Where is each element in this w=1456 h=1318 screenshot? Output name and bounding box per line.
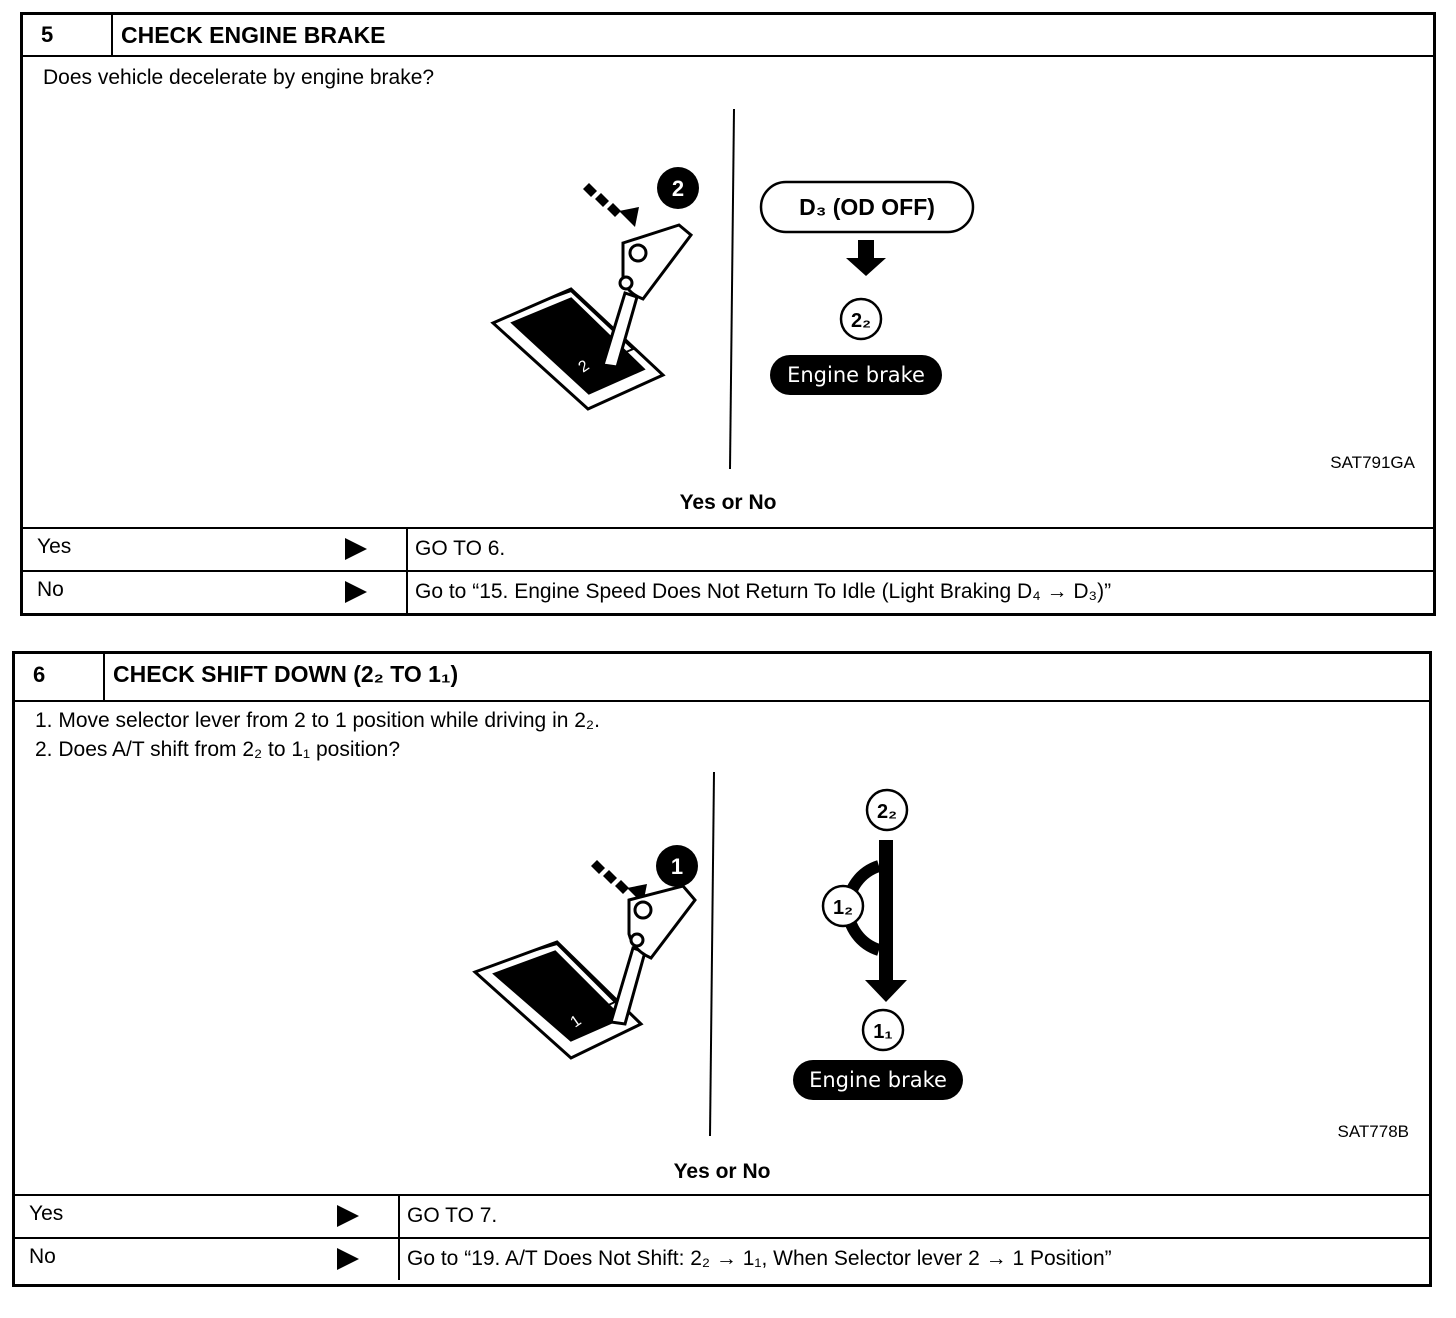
position-2-2: 2₂ — [865, 788, 909, 832]
engine-brake-figure: 2 2 D₃ (OD OFF) 2₂ — [490, 108, 975, 470]
section-header: 6 CHECK SHIFT DOWN (2₂ TO 1₁) — [15, 654, 1429, 702]
down-arrow-icon — [865, 980, 907, 1002]
down-arrow-icon — [846, 240, 886, 276]
svg-text:1₂: 1₂ — [833, 897, 853, 919]
arrow-right-icon — [337, 1248, 359, 1270]
selector-lever — [601, 223, 694, 369]
no-row: No Go to “15. Engine Speed Does Not Retu… — [23, 570, 1433, 613]
svg-text:1: 1 — [671, 854, 683, 879]
selector-lever — [609, 884, 697, 1026]
arrow-right-icon — [337, 1205, 359, 1227]
step-item: 2. Does A/T shift from 2₂ to 1₁ position… — [35, 738, 401, 761]
motion-arrow-icon — [591, 860, 647, 904]
yes-row: Yes GO TO 7. — [15, 1194, 1429, 1237]
svg-text:2₂: 2₂ — [851, 310, 871, 332]
engine-brake-badge: Engine brake — [793, 1060, 963, 1100]
svg-text:D₃ (OD OFF): D₃ (OD OFF) — [799, 194, 935, 220]
no-action: Go to “19. A/T Does Not Shift: 2₂ → 1₁, … — [407, 1247, 1112, 1270]
callout-d3-od-off: D₃ (OD OFF) — [759, 180, 975, 234]
selector-gate — [490, 287, 666, 411]
arrow-right-icon — [345, 538, 367, 560]
svg-text:1₁: 1₁ — [873, 1021, 892, 1043]
position-1-1: 1₁ — [861, 1008, 905, 1052]
section-header: 5 CHECK ENGINE BRAKE — [23, 15, 1433, 57]
section-5: 5 CHECK ENGINE BRAKE Does vehicle decele… — [20, 12, 1436, 616]
step-number: 6 — [15, 654, 105, 700]
no-action: Go to “15. Engine Speed Does Not Return … — [415, 580, 1112, 603]
figure-ref-code: SAT791GA — [1330, 453, 1415, 472]
yes-or-no-prompt: Yes or No — [679, 491, 777, 514]
arrow-right-icon — [345, 581, 367, 603]
no-label: No — [37, 578, 64, 601]
yes-label: Yes — [37, 535, 72, 558]
svg-text:Engine brake: Engine brake — [787, 363, 925, 387]
no-row: No Go to “19. A/T Does Not Shift: 2₂ → 1… — [15, 1237, 1429, 1280]
section-6: 6 CHECK SHIFT DOWN (2₂ TO 1₁) 1. Move se… — [12, 651, 1432, 1287]
yes-action: GO TO 7. — [407, 1204, 498, 1227]
figure-divider — [709, 771, 715, 1137]
step-title: CHECK SHIFT DOWN (2₂ TO 1₁) — [113, 661, 459, 687]
yes-row: Yes GO TO 6. — [23, 527, 1433, 570]
svg-text:Engine brake: Engine brake — [809, 1068, 947, 1092]
figure-ref-code: SAT778B — [1337, 1122, 1409, 1141]
figure-divider — [729, 108, 735, 470]
step-title: CHECK ENGINE BRAKE — [121, 22, 386, 48]
yes-action: GO TO 6. — [415, 537, 506, 560]
svg-text:2₂: 2₂ — [877, 801, 897, 823]
shift-arrow-shaft — [879, 840, 893, 982]
no-label: No — [29, 1245, 56, 1268]
step-marker-1: 1 — [656, 845, 698, 887]
step-item: 1. Move selector lever from 2 to 1 posit… — [35, 709, 600, 732]
selector-gate — [472, 940, 644, 1060]
step-list: 1. Move selector lever from 2 to 1 posit… — [35, 706, 600, 764]
position-1-2: 1₂ — [821, 884, 865, 928]
question-text: Does vehicle decelerate by engine brake? — [43, 66, 435, 89]
engine-brake-badge: Engine brake — [770, 355, 942, 395]
motion-arrow-icon — [583, 183, 639, 227]
step-number: 5 — [23, 15, 113, 55]
svg-text:2: 2 — [672, 176, 684, 201]
result-position: 2₂ — [839, 297, 883, 341]
step-marker-2: 2 — [657, 167, 699, 209]
yes-or-no-prompt: Yes or No — [673, 1160, 771, 1183]
shift-down-figure: 1 1 2₂ 1₂ 1₁ En — [472, 771, 963, 1137]
yes-label: Yes — [29, 1202, 64, 1225]
